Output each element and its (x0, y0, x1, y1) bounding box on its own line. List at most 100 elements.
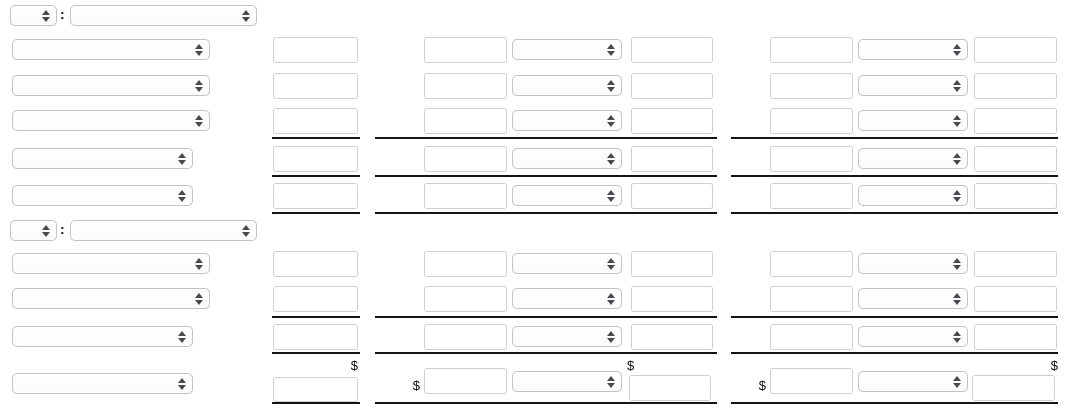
up-down-stepper-icon (42, 9, 50, 22)
up-down-stepper-icon (178, 189, 186, 202)
unit-select[interactable] (512, 75, 622, 96)
row-divider-line (272, 175, 360, 177)
section2-code-select[interactable] (10, 220, 57, 241)
total-category-select[interactable] (12, 373, 193, 394)
amount-input[interactable] (631, 251, 713, 277)
total-amount-input[interactable] (972, 375, 1055, 401)
quantity-input[interactable] (273, 146, 358, 172)
category-select[interactable] (12, 288, 210, 309)
category-select[interactable] (12, 253, 210, 274)
quantity-input[interactable] (273, 324, 358, 350)
row-divider-line (731, 316, 1058, 318)
amount-input[interactable] (424, 183, 507, 209)
unit-select[interactable] (858, 75, 968, 96)
amount-input[interactable] (974, 251, 1057, 277)
up-down-stepper-icon (607, 257, 615, 270)
amount-input[interactable] (424, 251, 507, 277)
row-divider-line (375, 352, 717, 354)
total-amount-input[interactable] (770, 368, 853, 394)
amount-input[interactable] (631, 183, 713, 209)
section1-name-select[interactable] (70, 5, 257, 26)
up-down-stepper-icon (195, 292, 203, 305)
unit-select[interactable] (512, 253, 622, 274)
up-down-stepper-icon (607, 330, 615, 343)
up-down-stepper-icon (953, 152, 961, 165)
row-divider-line (375, 316, 717, 318)
amount-input[interactable] (424, 324, 507, 350)
up-down-stepper-icon (953, 79, 961, 92)
quantity-input[interactable] (273, 251, 358, 277)
quantity-input[interactable] (273, 286, 358, 312)
amount-input[interactable] (770, 108, 853, 134)
unit-select[interactable] (512, 288, 622, 309)
total-amount-input[interactable] (424, 368, 507, 394)
amount-input[interactable] (631, 324, 713, 350)
quantity-input[interactable] (273, 37, 358, 63)
total-amount-input[interactable] (273, 377, 358, 402)
unit-select[interactable] (858, 110, 968, 131)
amount-input[interactable] (424, 73, 507, 99)
amount-input[interactable] (631, 286, 713, 312)
unit-select[interactable] (512, 185, 622, 206)
up-down-stepper-icon (178, 377, 186, 390)
category-select[interactable] (12, 148, 193, 169)
amount-input[interactable] (770, 37, 853, 63)
unit-select[interactable] (512, 39, 622, 60)
unit-select[interactable] (512, 110, 622, 131)
amount-input[interactable] (974, 146, 1057, 172)
total-amount-input[interactable] (629, 375, 711, 401)
up-down-stepper-icon (953, 114, 961, 127)
amount-input[interactable] (974, 324, 1057, 350)
amount-input[interactable] (770, 324, 853, 350)
unit-select[interactable] (858, 371, 968, 392)
amount-input[interactable] (770, 251, 853, 277)
amount-input[interactable] (770, 183, 853, 209)
section1-code-select[interactable] (10, 5, 57, 26)
unit-select[interactable] (512, 326, 622, 347)
unit-select[interactable] (858, 185, 968, 206)
up-down-stepper-icon (607, 152, 615, 165)
amount-input[interactable] (424, 286, 507, 312)
category-select[interactable] (12, 39, 210, 60)
unit-select[interactable] (512, 371, 622, 392)
category-select[interactable] (12, 75, 210, 96)
amount-input[interactable] (424, 146, 507, 172)
amount-input[interactable] (631, 37, 713, 63)
up-down-stepper-icon (953, 330, 961, 343)
unit-select[interactable] (858, 39, 968, 60)
amount-input[interactable] (424, 37, 507, 63)
unit-select[interactable] (858, 326, 968, 347)
unit-select[interactable] (512, 148, 622, 169)
amount-input[interactable] (631, 73, 713, 99)
category-select[interactable] (12, 326, 193, 347)
row-divider-line (272, 212, 360, 214)
amount-input[interactable] (770, 286, 853, 312)
category-select[interactable] (12, 110, 210, 131)
colon-separator: : (60, 6, 65, 22)
amount-input[interactable] (974, 183, 1057, 209)
dollar-sign-label: $ (758, 378, 766, 393)
amount-input[interactable] (974, 37, 1057, 63)
section2-name-select[interactable] (70, 220, 257, 241)
quantity-input[interactable] (273, 73, 358, 99)
up-down-stepper-icon (195, 114, 203, 127)
up-down-stepper-icon (953, 189, 961, 202)
quantity-input[interactable] (273, 183, 358, 209)
amount-input[interactable] (631, 108, 713, 134)
unit-select[interactable] (858, 253, 968, 274)
amount-input[interactable] (770, 146, 853, 172)
quantity-input[interactable] (273, 108, 358, 134)
amount-input[interactable] (974, 73, 1057, 99)
unit-select[interactable] (858, 148, 968, 169)
amount-input[interactable] (974, 286, 1057, 312)
amount-input[interactable] (974, 108, 1057, 134)
unit-select[interactable] (858, 288, 968, 309)
amount-input[interactable] (424, 108, 507, 134)
category-select[interactable] (12, 185, 193, 206)
amount-input[interactable] (770, 73, 853, 99)
up-down-stepper-icon (607, 79, 615, 92)
up-down-stepper-icon (242, 9, 250, 22)
up-down-stepper-icon (195, 79, 203, 92)
amount-input[interactable] (631, 146, 713, 172)
row-divider-line (272, 316, 360, 318)
